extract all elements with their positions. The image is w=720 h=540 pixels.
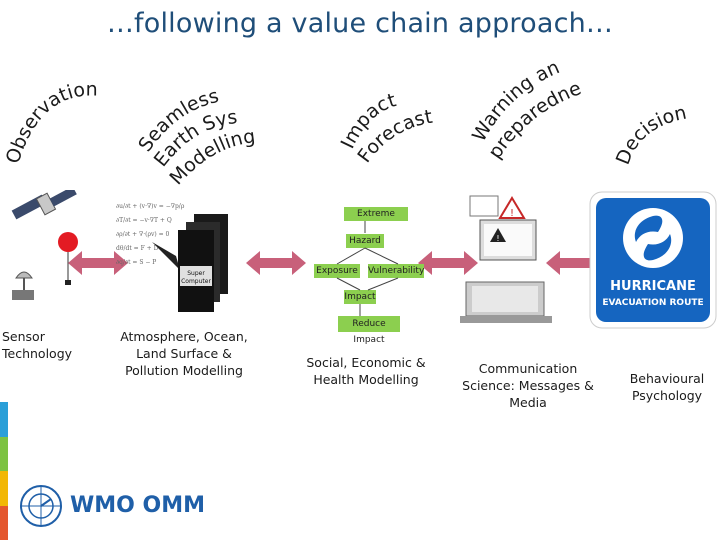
chain-vulnerability-label: Vulnerability (368, 266, 425, 276)
caption-earth-system: Atmosphere, Ocean, Land Surface & Pollut… (120, 329, 248, 378)
sign-line1: HURRICANE (610, 279, 696, 294)
svg-text:dθ/dt = F + D: dθ/dt = F + D (116, 245, 159, 252)
chain-extreme-label: Extreme (357, 209, 395, 219)
ground-station-icon (12, 271, 34, 300)
chain-reduce-label: Reduce Impact (352, 319, 386, 345)
wmo-emblem-icon (20, 485, 62, 527)
svg-text:Computer: Computer (181, 278, 211, 285)
caption-decision: Behavioural Psychology (629, 371, 705, 403)
heading-observations: Observations (0, 0, 98, 166)
stage-headings: Observations Seamless Earth System Model… (0, 0, 689, 189)
equations-graphic: ∂u/∂t + (v·∇)v = −∇p/ρ ∂T/∂t = −v·∇T + Q… (116, 203, 185, 266)
svg-text:∂u/∂t + (v·∇)v = −∇p/ρ: ∂u/∂t + (v·∇)v = −∇p/ρ (116, 203, 185, 210)
caption-observations: Sensor Technology (2, 329, 73, 361)
warning-devices-illustration: ! ! (460, 195, 552, 323)
heading-warning: Warning and (0, 0, 563, 145)
double-arrow-icon (68, 251, 128, 275)
satellite-sensor-illustration (11, 190, 78, 300)
chain-reduce-box: Reduce Impact (338, 316, 400, 345)
chain-connectors (336, 221, 399, 316)
svg-text:∂T/∂t = −v·∇T + Q: ∂T/∂t = −v·∇T + Q (116, 217, 172, 224)
warning-sign-icon: ! (469, 195, 526, 219)
double-arrow-icon (546, 251, 606, 275)
chain-exposure-label: Exposure (316, 266, 358, 276)
chain-vulnerability-box: Vulnerability (368, 264, 424, 278)
sign-line2: EVACUATION ROUTE (602, 298, 703, 308)
weather-balloon-icon (58, 232, 78, 285)
wmo-logo-text: WMO OMM (70, 493, 206, 518)
svg-text:∂ρ/∂t + ∇·(ρv) = 0: ∂ρ/∂t + ∇·(ρv) = 0 (116, 231, 170, 238)
caption-warning: Communication Science: Messages & Media (462, 361, 594, 410)
wmo-logo: WMO OMM (18, 483, 205, 529)
chain-impact-box: Impact (344, 290, 376, 304)
slide-title: …following a value chain approach… (106, 8, 614, 39)
chain-extreme-box: Extreme (344, 207, 408, 221)
svg-text:!: ! (510, 208, 514, 219)
chain-impact-label: Impact (344, 292, 376, 302)
chain-hazard-box: Hazard (346, 234, 384, 248)
chain-exposure-box: Exposure (314, 264, 360, 278)
computer-monitor-icon: ! (479, 219, 537, 261)
svg-text:∂q/∂t = S − P: ∂q/∂t = S − P (116, 259, 156, 266)
laptop-icon (460, 281, 552, 323)
supercomputer-icon: Super Computer (178, 214, 228, 312)
svg-text:!: ! (496, 234, 499, 243)
double-arrow-icon (418, 251, 478, 275)
caption-impact-forecast: Social, Economic & Health Modelling (306, 355, 426, 387)
satellite-icon (11, 190, 77, 220)
equations-supercomputer-illustration: ∂u/∂t + (v·∇)v = −∇p/ρ ∂T/∂t = −v·∇T + Q… (116, 203, 228, 312)
hurricane-evacuation-sign-icon: HURRICANE EVACUATION ROUTE (589, 191, 717, 329)
chain-hazard-label: Hazard (349, 236, 381, 246)
double-arrow-icon (246, 251, 306, 275)
heading-decision: Decision (612, 102, 689, 168)
svg-text:Super: Super (187, 270, 205, 277)
decorative-color-bar (0, 402, 8, 540)
